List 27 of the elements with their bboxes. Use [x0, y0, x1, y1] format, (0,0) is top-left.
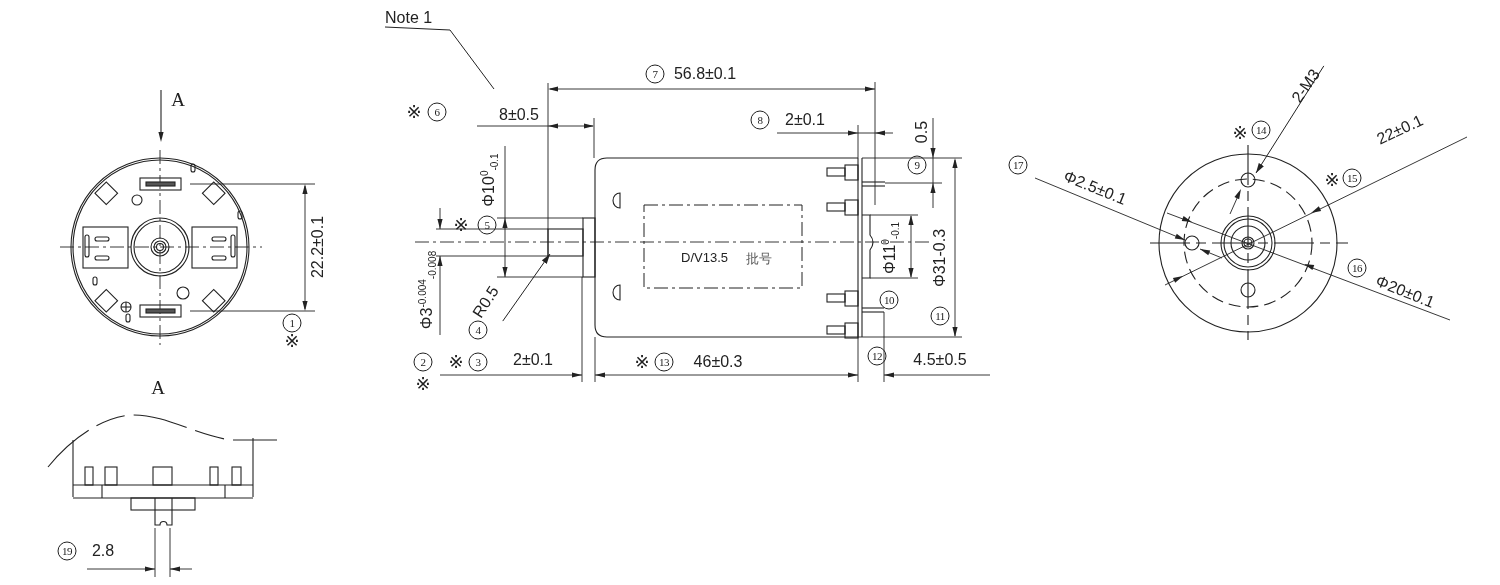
- reference-mark: ※: [284, 332, 300, 350]
- view-label: A: [151, 378, 165, 398]
- dimension-text: 2.8: [91, 542, 115, 560]
- dimension-text: 56.8±0.1: [673, 65, 737, 83]
- reference-mark: ※: [453, 216, 469, 234]
- dimension-text: 2±0.1: [513, 351, 553, 369]
- dimension-text: 22.2±0.1: [309, 215, 327, 279]
- dimension-text: 46±0.3: [693, 353, 743, 371]
- reference-mark: ※: [1324, 171, 1340, 189]
- leader-line: [384, 26, 495, 90]
- dimension-text: Φ31-0.3: [931, 228, 949, 288]
- dimension-text: 0.5: [913, 120, 931, 144]
- reference-mark: ※: [406, 103, 422, 121]
- label-text: 批号: [746, 250, 772, 268]
- leader-line: [1255, 65, 1325, 174]
- label-box: [643, 204, 803, 289]
- reference-mark: ※: [1232, 124, 1248, 142]
- reference-mark: ※: [415, 375, 431, 393]
- reference-mark: ※: [448, 353, 464, 371]
- dimension-text: 4.5±0.5: [913, 351, 967, 369]
- label-text: D/V13.5: [681, 250, 728, 265]
- dimension-text: 2±0.1: [785, 111, 825, 129]
- view-label: A: [171, 90, 185, 110]
- leader-line: [502, 253, 551, 322]
- dimension-text: 8±0.5: [499, 106, 539, 124]
- reference-mark: ※: [634, 353, 650, 371]
- note-text: Note 1: [385, 9, 433, 27]
